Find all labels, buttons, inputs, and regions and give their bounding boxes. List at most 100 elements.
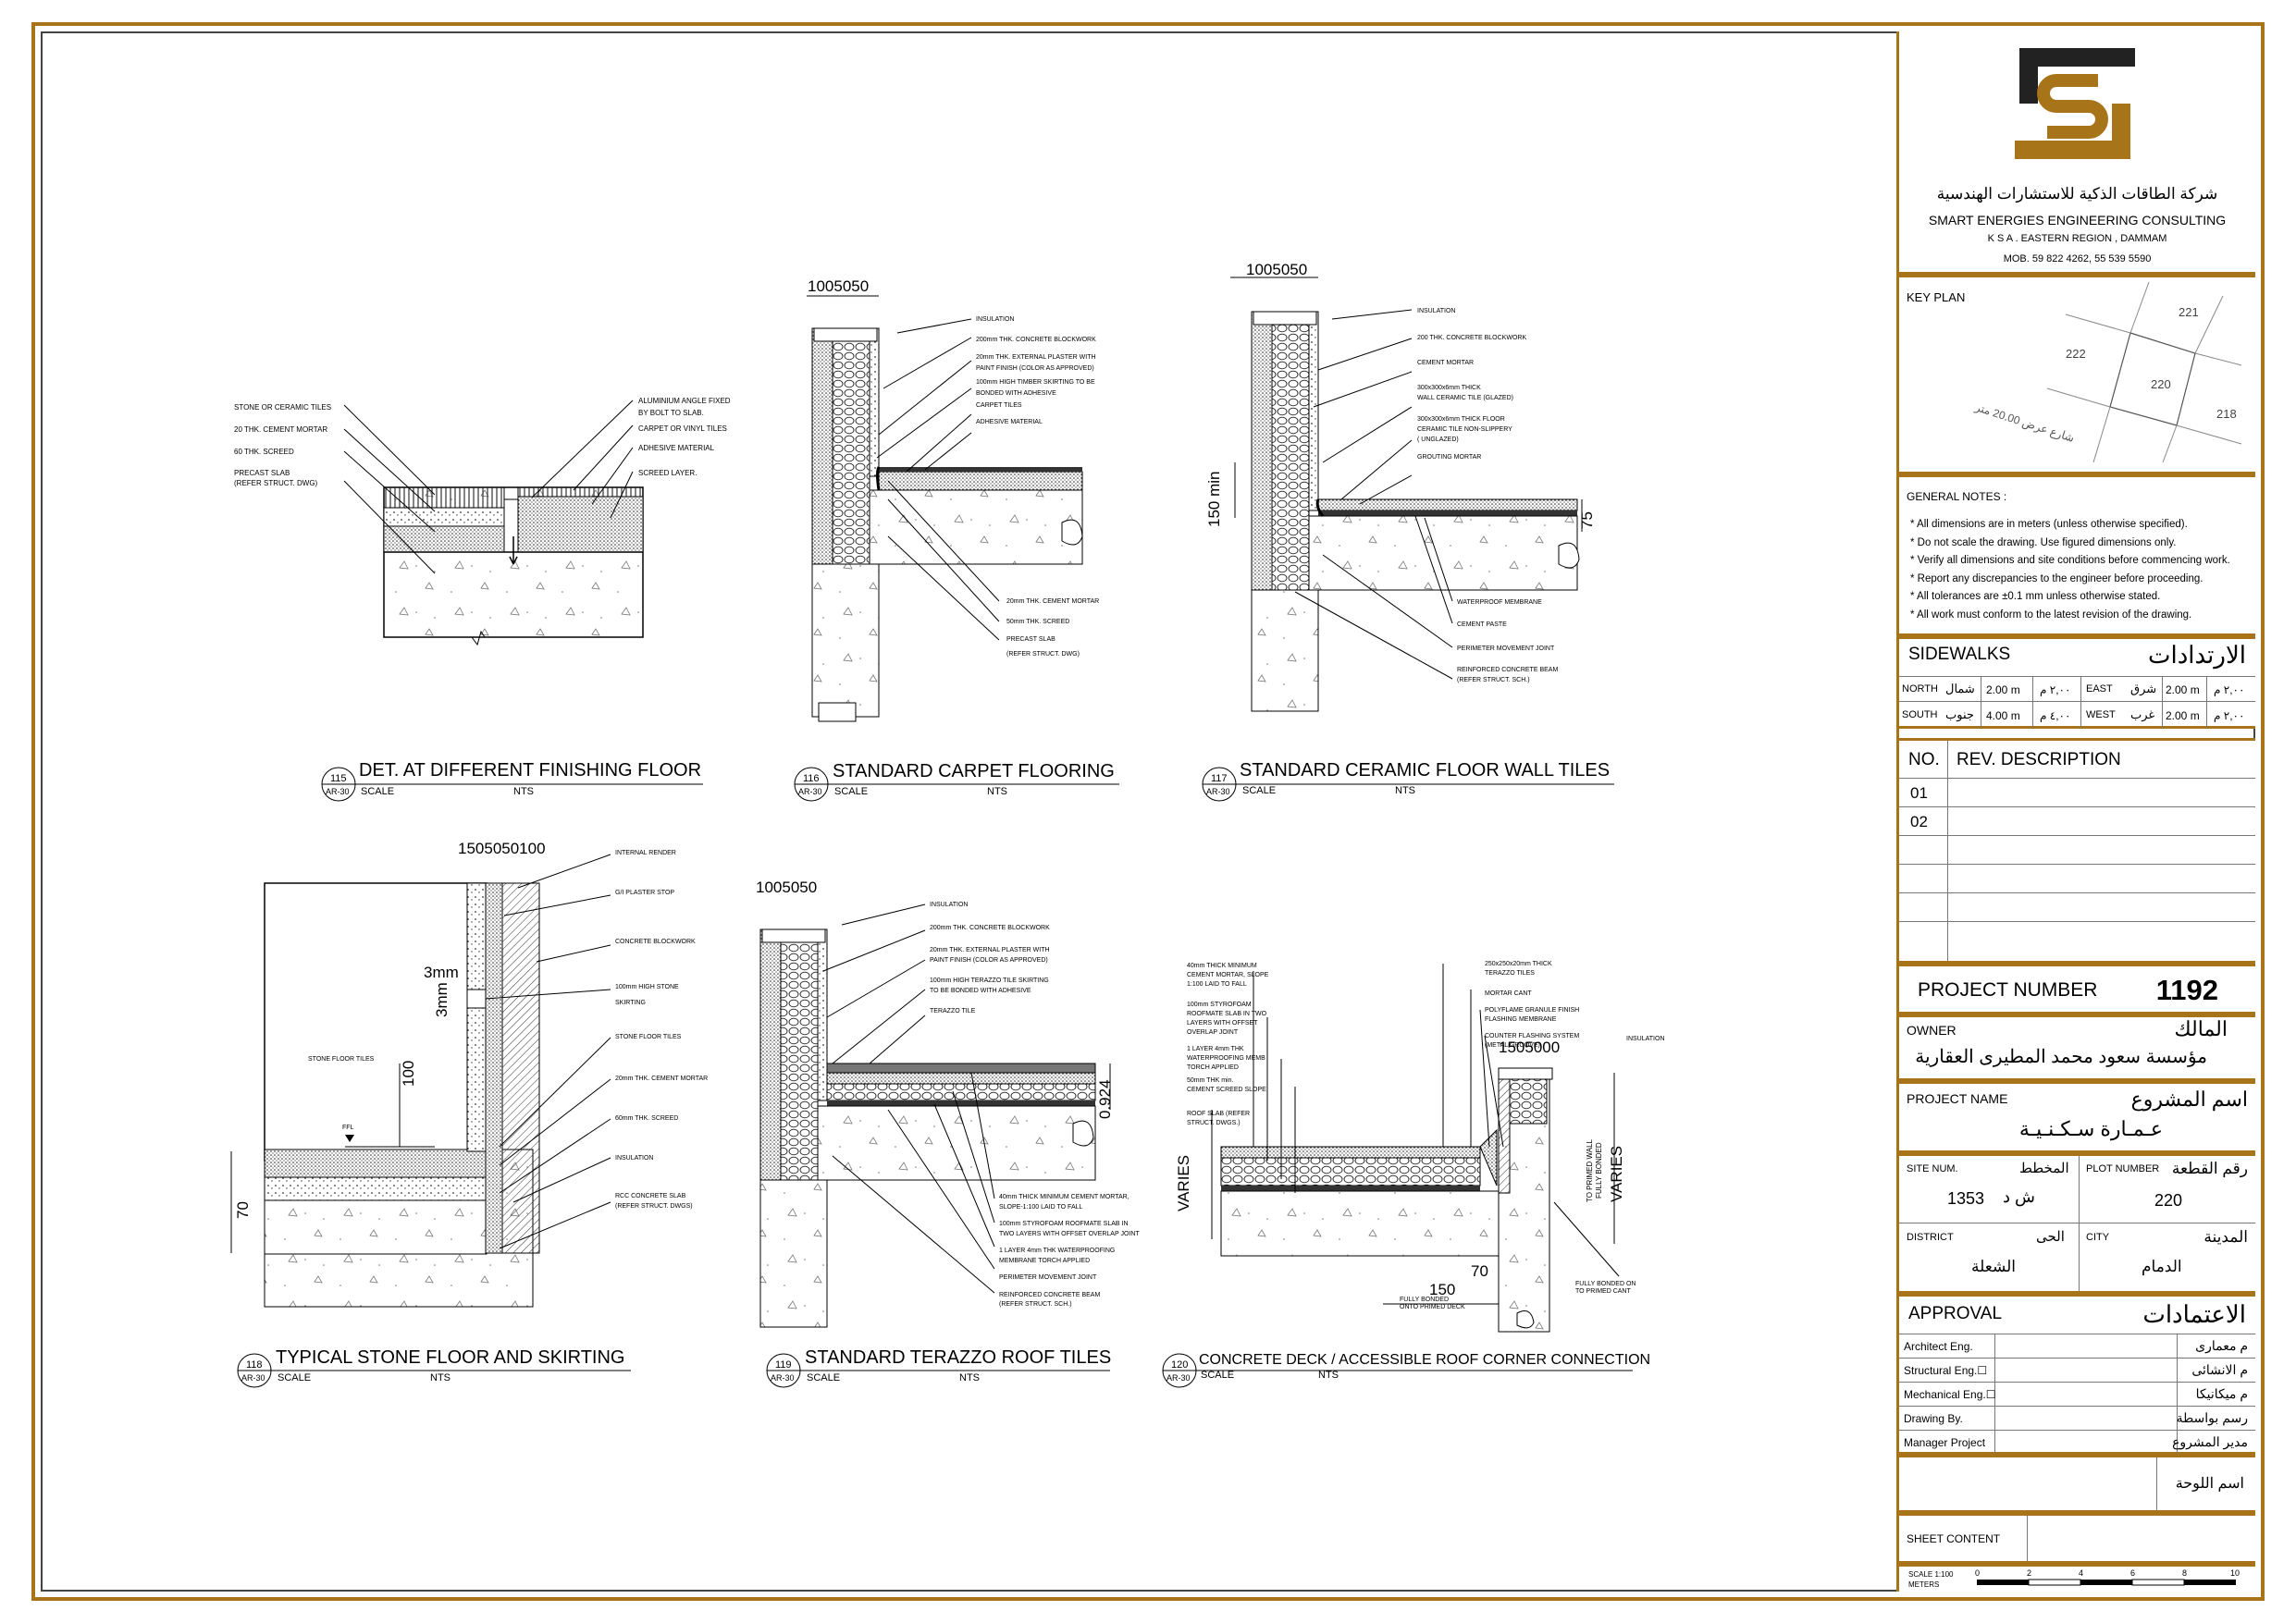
label: ROOFMATE SLAB IN TWO (1187, 1011, 1267, 1017)
approval-architect: Architect Eng. (1904, 1340, 1973, 1353)
detail-116-labels-lower: 20mm THK. CEMENT MORTAR 50mm THK. SCREED… (1006, 596, 1099, 659)
label: (REFER STRUCT. SCH.) (999, 1301, 1072, 1308)
site-num-label: SITE NUM. (1907, 1163, 1958, 1174)
approval-structural: Structural Eng.☐ (1904, 1364, 1988, 1377)
label: 100mm STYROFOAM ROOFMATE SLAB IN (999, 1221, 1129, 1227)
label: CEMENT SCREED SLOPE (1187, 1087, 1266, 1093)
city-label: CITY (2086, 1232, 2110, 1243)
detail-118-nts: NTS (430, 1372, 451, 1383)
detail-120-drawing (1211, 964, 1620, 1333)
scale-bar-graphic (1977, 1579, 2236, 1586)
divider (1899, 701, 2255, 702)
label: ADHESIVE MATERIAL (638, 444, 715, 452)
detail-118-labels: INTERNAL RENDER G/I PLASTER STOP CONCRET… (615, 848, 708, 1211)
detail-118-dim-top: 1505050100 (458, 840, 546, 857)
note-item: * Report any discrepancies to the engine… (1910, 572, 2203, 584)
detail-120-label-cant: FULLY BONDED ON TO PRIMED CANT (1575, 1281, 1636, 1296)
detail-118-dim-3mm-a: 3mm (424, 964, 459, 981)
label: TORCH APPLIED (1187, 1064, 1239, 1071)
label: PRECAST SLAB (234, 469, 290, 477)
detail-116-nts: NTS (987, 786, 1007, 797)
label: TERAZZO TILES (1485, 970, 1535, 977)
detail-120-label-deck: FULLY BONDED ONTO PRIMED DECK (1400, 1297, 1465, 1311)
label: TERAZZO TILE (930, 1008, 976, 1014)
label: LAYERS WITH OFFSET (1187, 1020, 1258, 1027)
divider (1899, 1358, 2255, 1359)
project-number: PROJECT NUMBER 1192 (1896, 964, 2255, 1014)
sidewalk-north-m: 2.00 m (1986, 683, 2020, 696)
site-num-label-ar: المخطط (2019, 1161, 2069, 1176)
sheet-content-label: SHEET CONTENT (1907, 1532, 2001, 1545)
detail-115-ref: AR-30 (326, 787, 350, 796)
divider (1899, 921, 2255, 922)
label: PAINT FINISH (COLOR AS APPROVED) (976, 364, 1094, 372)
approval-architect-ar: م معمارى (2195, 1338, 2248, 1353)
label: 50mm THK min. (1187, 1077, 1234, 1084)
scale-segment (2028, 1579, 2081, 1586)
detail-119-dim-top: 1005050 (756, 879, 818, 896)
divider (2079, 1156, 2080, 1291)
project-number-value: 1192 (2155, 974, 2218, 1006)
detail-117-dim-top: 1005050 (1246, 261, 1308, 278)
sidewalk-east-en: EAST (2086, 683, 2113, 695)
scale-tick: 2 (2027, 1568, 2032, 1578)
detail-119-scale: SCALE (807, 1372, 841, 1383)
sidewalk-east-m: 2.00 m (2166, 683, 2200, 696)
owner-value: مؤسسة سعود محمد المطيرى العقارية (1915, 1047, 2207, 1067)
label: FLASHING MEMBRANE (1485, 1016, 1557, 1023)
label: FULLY BONDED ON (1575, 1281, 1636, 1287)
detail-120-scale: SCALE (1201, 1370, 1235, 1381)
label: (METAL GROOVE) (1485, 1042, 1540, 1049)
detail-119-number: 119 (775, 1359, 792, 1371)
detail-118-dim-3mm-b: 3mm (433, 982, 451, 1017)
sidewalks-title-ar: الارتدادات (2148, 641, 2246, 669)
approval-grid (1899, 1334, 2255, 1454)
label: 20mm THK. EXTERNAL PLASTER WITH (930, 947, 1050, 953)
approval-manager-ar: مدير المشروع (2172, 1434, 2248, 1449)
label: 100mm HIGH TERAZZO TILE SKIRTING (930, 977, 1049, 984)
project-number-label: PROJECT NUMBER (1918, 979, 2098, 1001)
detail-120-varies-left: VARIES (1175, 1154, 1192, 1211)
general-notes: GENERAL NOTES : * All dimensions are in … (1896, 474, 2255, 636)
label: 60 THK. SCREED (234, 448, 294, 456)
company-mobile: MOB. 59 822 4262, 55 539 5590 (2003, 253, 2152, 264)
divider (1899, 835, 2255, 836)
label: CEMENT PASTE (1457, 621, 1507, 628)
divider (1994, 1334, 1995, 1454)
label: 100mm STYROFOAM (1187, 1002, 1252, 1008)
key-plan-neighbor-221: 221 (2179, 305, 2199, 319)
detail-120-left-labels: 40mm THICK MINIMUM CEMENT MORTAR, SLOPE … (1187, 962, 1268, 1128)
revision-col-no: NO. (1908, 750, 1940, 769)
scale-segment (2184, 1580, 2236, 1585)
divider (1899, 1430, 2255, 1431)
label: 20mm THK. CEMENT MORTAR (615, 1076, 709, 1082)
label: PERIMETER MOVEMENT JOINT (1457, 646, 1555, 652)
label: 200 THK. CONCRETE BLOCKWORK (1417, 335, 1527, 341)
label: PRECAST SLAB (1006, 636, 1055, 643)
detail-118-drawing (230, 854, 611, 1308)
detail-117-nts: NTS (1395, 785, 1415, 796)
sidewalks-table: SIDEWALKS الارتدادات NORTH شمال 2.00 m ٢… (1896, 636, 2255, 729)
label: WATERPROOF MEMBRANE (1457, 599, 1542, 606)
revision-col-desc: REV. DESCRIPTION (1957, 750, 2121, 769)
label: G/I PLASTER STOP (615, 890, 675, 896)
detail-115-scale: SCALE (361, 786, 395, 797)
detail-120-label-insulation: INSULATION (1626, 1036, 1665, 1042)
label: MORTAR CANT (1485, 990, 1532, 997)
detail-117-number: 117 (1211, 773, 1228, 784)
revision-row-02: 02 (1910, 813, 1928, 830)
key-plan-label: KEY PLAN (1907, 290, 1966, 304)
divider (1899, 676, 2255, 677)
sidewalk-north-m-ar: ٢,٠٠ م (2040, 683, 2071, 696)
detail-120-ref: AR-30 (1167, 1373, 1191, 1383)
label: BY BOLT TO SLAB. (638, 409, 704, 417)
key-plan-diagram (2046, 281, 2242, 462)
label: OVERLAP JOINT (1187, 1029, 1239, 1036)
detail-116-dim: 1005050 (808, 277, 870, 295)
label: SCREED LAYER. (638, 469, 697, 477)
label: 300x300x6mm THICK (1417, 385, 1481, 391)
sheet-name-label-ar: اسم اللوحة (2175, 1476, 2244, 1492)
sidewalks-grid (1899, 676, 2255, 729)
label: WALL CERAMIC TILE (GLAZED) (1417, 395, 1513, 401)
divider (1899, 1382, 2255, 1383)
